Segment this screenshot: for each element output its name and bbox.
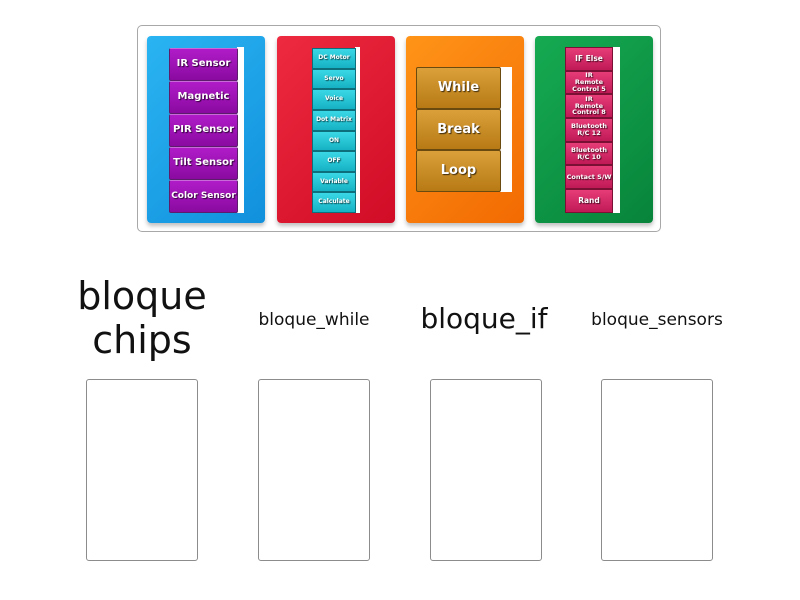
category-label-chips: bloque chips xyxy=(77,274,207,362)
block-dot-matrix[interactable]: Dot Matrix xyxy=(312,110,356,131)
block-pir-sensor[interactable]: PIR Sensor xyxy=(169,114,238,147)
block-rand[interactable]: Rand xyxy=(565,189,613,213)
block-tilt-sensor[interactable]: Tilt Sensor xyxy=(169,147,238,180)
if-card: IF Else IR Remote Control 5 IR Remote Co… xyxy=(535,36,653,223)
white-strip xyxy=(612,47,620,213)
block-ir-remote-5[interactable]: IR Remote Control 5 xyxy=(565,71,613,94)
block-bluetooth-12[interactable]: Bluetooth R/C 12 xyxy=(565,118,613,142)
white-strip xyxy=(355,47,360,213)
block-on[interactable]: ON xyxy=(312,131,356,151)
category-label-sensors: bloque_sensors xyxy=(591,310,723,330)
dropzone-while[interactable] xyxy=(258,379,370,561)
dropzone-chips[interactable] xyxy=(86,379,198,561)
category-label-if: bloque_if xyxy=(420,302,548,335)
sensors-card: IR Sensor Magnetic PIR Sensor Tilt Senso… xyxy=(147,36,265,223)
block-ir-sensor[interactable]: IR Sensor xyxy=(169,48,238,81)
block-off[interactable]: OFF xyxy=(312,151,356,172)
chips-card: DC Motor Servo Voice Dot Matrix ON OFF V… xyxy=(277,36,395,223)
block-voice[interactable]: Voice xyxy=(312,89,356,110)
block-dc-motor[interactable]: DC Motor xyxy=(312,48,356,69)
dropzone-sensors[interactable] xyxy=(601,379,713,561)
block-magnetic[interactable]: Magnetic xyxy=(169,81,238,114)
block-break[interactable]: Break xyxy=(416,109,501,150)
block-servo[interactable]: Servo xyxy=(312,69,356,89)
white-strip xyxy=(237,47,244,213)
category-label-while: bloque_while xyxy=(258,310,370,330)
block-variable[interactable]: Variable xyxy=(312,172,356,192)
block-contact-sw[interactable]: Contact S/W xyxy=(565,165,613,189)
block-if-else[interactable]: IF Else xyxy=(565,47,613,71)
block-calculate[interactable]: Calculate xyxy=(312,192,356,213)
block-loop[interactable]: Loop xyxy=(416,150,501,192)
white-strip xyxy=(500,67,512,192)
dropzone-if[interactable] xyxy=(430,379,542,561)
while-card: While Break Loop xyxy=(406,36,524,223)
block-bluetooth-10[interactable]: Bluetooth R/C 10 xyxy=(565,142,613,165)
block-while[interactable]: While xyxy=(416,67,501,109)
block-ir-remote-8[interactable]: IR Remote Control 8 xyxy=(565,94,613,118)
question-image: IR Sensor Magnetic PIR Sensor Tilt Senso… xyxy=(137,25,661,232)
block-color-sensor[interactable]: Color Sensor xyxy=(169,180,238,213)
